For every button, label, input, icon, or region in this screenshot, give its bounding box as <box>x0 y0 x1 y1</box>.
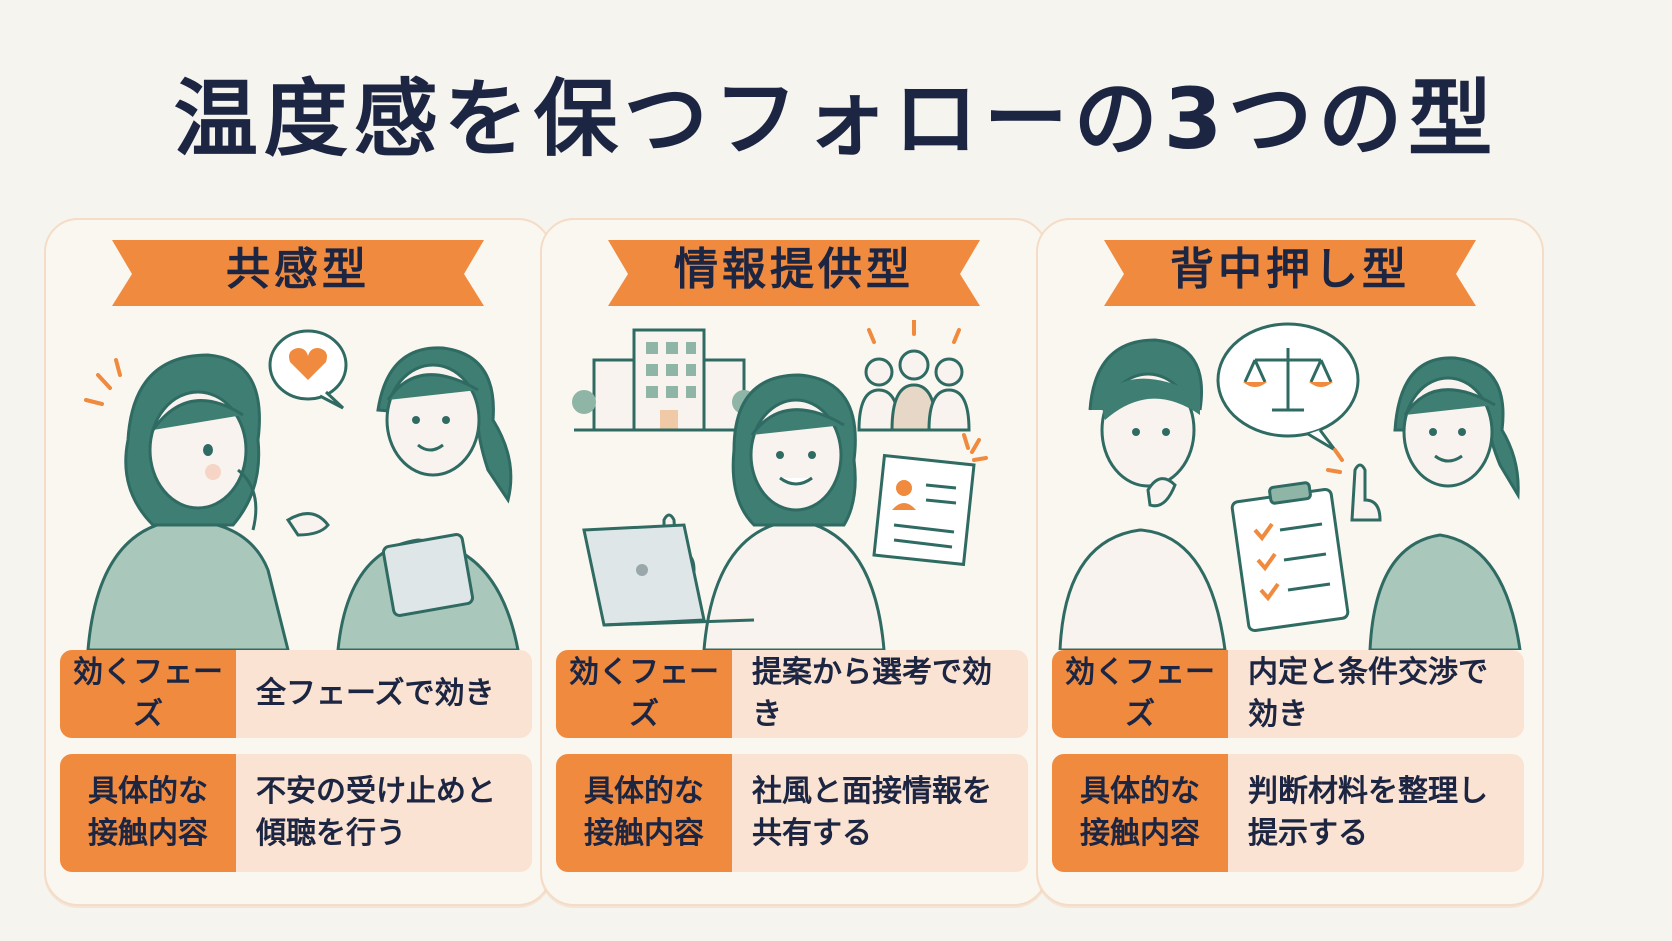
team-icon <box>857 349 971 432</box>
page-title: 温度感を保つフォローの3つの型 <box>173 70 1499 168</box>
info-row-phase: 効くフェーズ 全フェーズで効き <box>60 650 532 738</box>
card-title: 背中押し型 <box>1170 244 1410 295</box>
contact-label: 具体的な 接触内容 <box>556 754 732 872</box>
laptop-icon <box>582 523 755 627</box>
info-row-contact: 具体的な 接触内容 社風と面接情報を 共有する <box>556 754 1028 872</box>
card-ribbon: 情報提供型 <box>608 234 980 312</box>
card-ribbon: 背中押し型 <box>1104 234 1476 312</box>
checklist-clipboard-icon <box>1230 481 1350 633</box>
contact-label: 具体的な 接触内容 <box>1052 754 1228 872</box>
push-illustration <box>1058 322 1522 650</box>
info-row-phase: 効くフェーズ 内定と条件交渉で効き <box>1052 650 1524 738</box>
info-row-phase: 効くフェーズ 提案から選考で効き <box>556 650 1028 738</box>
contact-value: 判断材料を整理し 提示する <box>1248 774 1488 851</box>
heart-bubble-icon <box>268 329 348 410</box>
phase-value: 全フェーズで効き <box>256 676 495 711</box>
scale-bubble-icon <box>1216 322 1360 452</box>
contact-label: 具体的な 接触内容 <box>60 754 236 872</box>
contact-value: 不安の受け止めと 傾聴を行う <box>256 774 496 851</box>
phase-label: 効くフェーズ <box>60 650 236 738</box>
info-row-contact: 具体的な 接触内容 不安の受け止めと 傾聴を行う <box>60 754 532 872</box>
card-information: 情報提供型 <box>540 218 1048 906</box>
contact-value: 社風と面接情報を 共有する <box>752 774 992 851</box>
attention-marks-icon <box>84 358 122 406</box>
card-title: 情報提供型 <box>674 244 914 295</box>
phase-value: 提案から選考で効き <box>752 655 992 732</box>
profile-document-icon <box>872 453 976 567</box>
phase-label: 効くフェーズ <box>556 650 732 738</box>
card-empathy: 共感型 効くフェーズ 全フェーズで効き <box>44 218 552 906</box>
empathy-illustration <box>84 329 520 650</box>
phase-value: 内定と条件交渉で効き <box>1248 655 1488 732</box>
phase-label: 効くフェーズ <box>1052 650 1228 738</box>
card-push: 背中押し型 <box>1036 218 1544 906</box>
card-ribbon: 共感型 <box>112 234 484 312</box>
info-row-contact: 具体的な 接触内容 判断材料を整理し 提示する <box>1052 754 1524 872</box>
card-title: 共感型 <box>226 244 370 295</box>
information-illustration <box>572 320 988 650</box>
building-icon <box>572 328 756 432</box>
